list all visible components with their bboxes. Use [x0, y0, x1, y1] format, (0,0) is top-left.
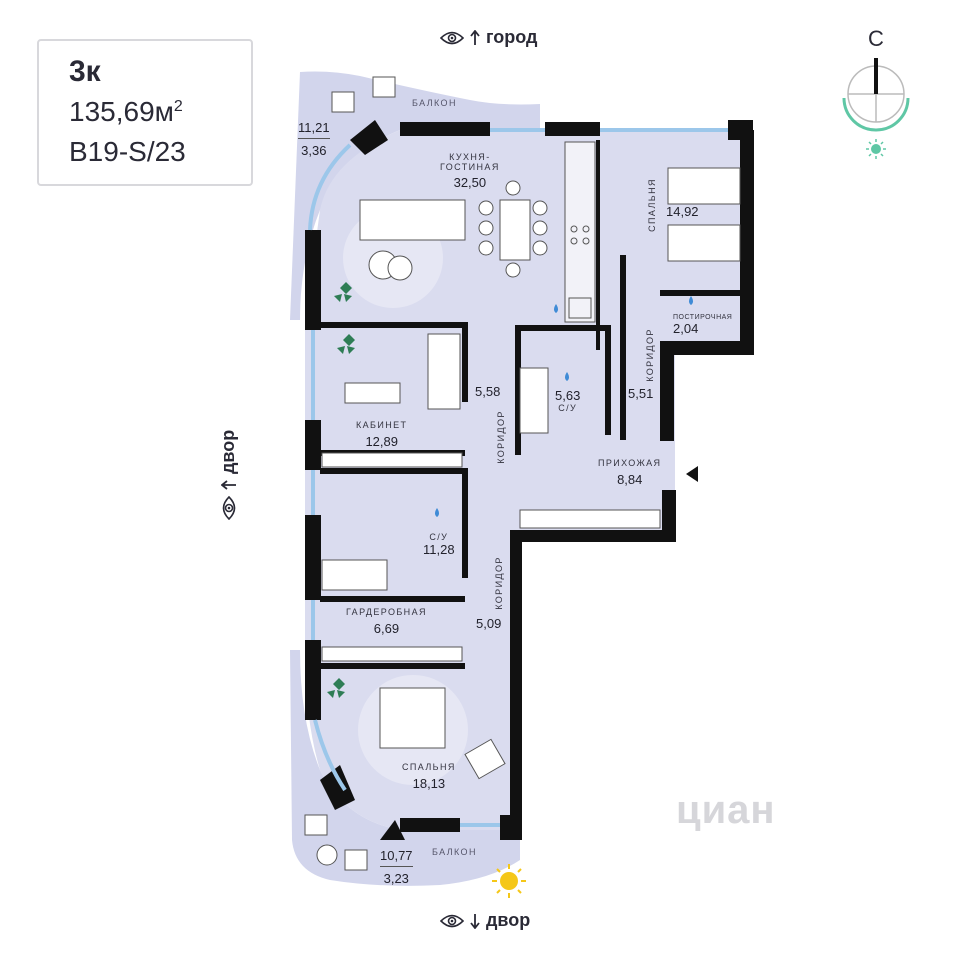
area-unit-sup: 2: [173, 98, 183, 115]
room-name: ПРИХОЖАЯ: [598, 458, 662, 468]
room-area: 3,23: [383, 871, 409, 886]
wardrobe-icon: [321, 452, 463, 468]
room-area: 11,21: [298, 120, 330, 139]
room-name: ГОСТИНАЯ: [440, 162, 500, 172]
bed-icon: [379, 687, 446, 749]
sun-icon: [492, 864, 526, 898]
balcony-top-area: [290, 71, 540, 320]
study-label: КАБИНЕТ 12,89: [356, 420, 407, 449]
bedroom1-name: СПАЛЬНЯ: [646, 178, 657, 232]
room-name: КАБИНЕТ: [356, 420, 408, 430]
compass-icon: [842, 58, 910, 159]
wardrobe-label: ГАРДЕРОБНАЯ 6,69: [346, 607, 427, 636]
kitchen-sink-icon: [568, 297, 592, 319]
bedroom1-area: 14,92: [666, 204, 699, 219]
corridor3-area: 5,09: [476, 616, 502, 631]
eye-icon: [222, 496, 235, 520]
room-count: 3к: [69, 55, 101, 88]
sofa-icon: [427, 333, 461, 410]
view-bottom-label: двор: [440, 910, 530, 931]
walls: [305, 120, 754, 840]
room-name: С/У: [558, 403, 578, 413]
arrow-up-icon: [220, 480, 236, 490]
corridor1-area: 5,58: [475, 384, 501, 399]
room-name: КУХНЯ-: [449, 152, 491, 162]
apartment-info-card: 3к 135,69м2 B19-S/23: [37, 39, 253, 186]
apartment-code: B19-S/23: [69, 136, 186, 167]
watermark-logo: циан: [676, 788, 776, 832]
plant-icon: [327, 282, 355, 698]
dining-chairs-icon: [478, 180, 548, 278]
desk-icon: [344, 382, 401, 404]
bath1-label: 5,63 С/У: [555, 388, 580, 413]
balcony-top-area: 11,21 3,36: [298, 120, 330, 158]
bath2-label: С/У 11,28: [423, 532, 455, 557]
eye-icon: [440, 31, 464, 44]
interior-walls: [320, 140, 740, 669]
bed-icon: [667, 167, 741, 205]
balcony-bottom-label: БАЛКОН: [432, 847, 477, 857]
corridor2-area: 5,51: [628, 386, 654, 401]
corridor1-name: КОРИДОР: [495, 410, 506, 464]
apartment-area: 135,69м2: [69, 96, 183, 128]
bed-icon: [667, 224, 741, 262]
entrance-icon: [686, 466, 698, 482]
room-area: 18,13: [412, 776, 446, 791]
compass-north-label: С: [868, 26, 884, 51]
room-area: 2,04: [673, 321, 699, 336]
bathtub-icon: [519, 367, 549, 434]
water-drop-icon: [435, 296, 693, 517]
bathtub-icon: [321, 559, 388, 591]
room-area: 6,69: [373, 621, 400, 636]
view-top-text: город: [486, 27, 538, 47]
dining-table-icon: [499, 199, 531, 261]
balcony-chairs-icon: [304, 76, 396, 871]
windows: [308, 128, 728, 827]
room-area: 12,89: [365, 434, 398, 449]
kitchen-counter: [564, 141, 596, 323]
balcony-top-label: БАЛКОН: [412, 98, 457, 108]
arrow-down-icon: [470, 913, 480, 929]
room-area: 5,63: [555, 388, 581, 403]
eye-icon: [440, 914, 464, 927]
room-name: С/У: [429, 532, 449, 542]
room-name: ГАРДЕРОБНАЯ: [346, 607, 427, 617]
kitchen-label: КУХНЯ- ГОСТИНАЯ 32,50: [440, 152, 500, 190]
armchair-icon: [464, 738, 506, 780]
view-left-label: двор: [218, 430, 239, 520]
room-area: 32,50: [453, 175, 487, 190]
stove-icon: [570, 225, 590, 245]
room-name: ПОСТИРОЧНАЯ: [673, 314, 733, 321]
room-name: БАЛКОН: [412, 98, 457, 108]
bedroom2-label: СПАЛЬНЯ 18,13: [402, 762, 456, 791]
hall-label: ПРИХОЖАЯ 8,84: [598, 458, 661, 487]
room-area: 8,84: [617, 472, 643, 487]
room-name: СПАЛЬНЯ: [402, 762, 456, 772]
view-bottom-text: двор: [486, 910, 531, 930]
sun-small-icon: [866, 139, 886, 159]
sofa-icon: [359, 199, 466, 241]
balcony-bottom-area: 10,77 3,23: [380, 848, 413, 886]
view-top-label: город: [440, 27, 537, 48]
room-name: БАЛКОН: [432, 847, 477, 857]
laundry-label: ПОСТИРОЧНАЯ 2,04: [673, 314, 732, 336]
corridor2-name: КОРИДОР: [644, 328, 655, 382]
balcony-bottom-area: [290, 650, 520, 886]
arrow-up-icon: [470, 29, 480, 45]
area-value: 135,69м: [69, 96, 174, 127]
room-area: 11,28: [423, 542, 455, 557]
wardrobe-icon: [519, 509, 661, 529]
wardrobe-icon: [321, 646, 463, 662]
corridor3-name: КОРИДОР: [493, 556, 504, 610]
room-area: 3,36: [301, 143, 327, 158]
room-area: 10,77: [380, 848, 413, 867]
